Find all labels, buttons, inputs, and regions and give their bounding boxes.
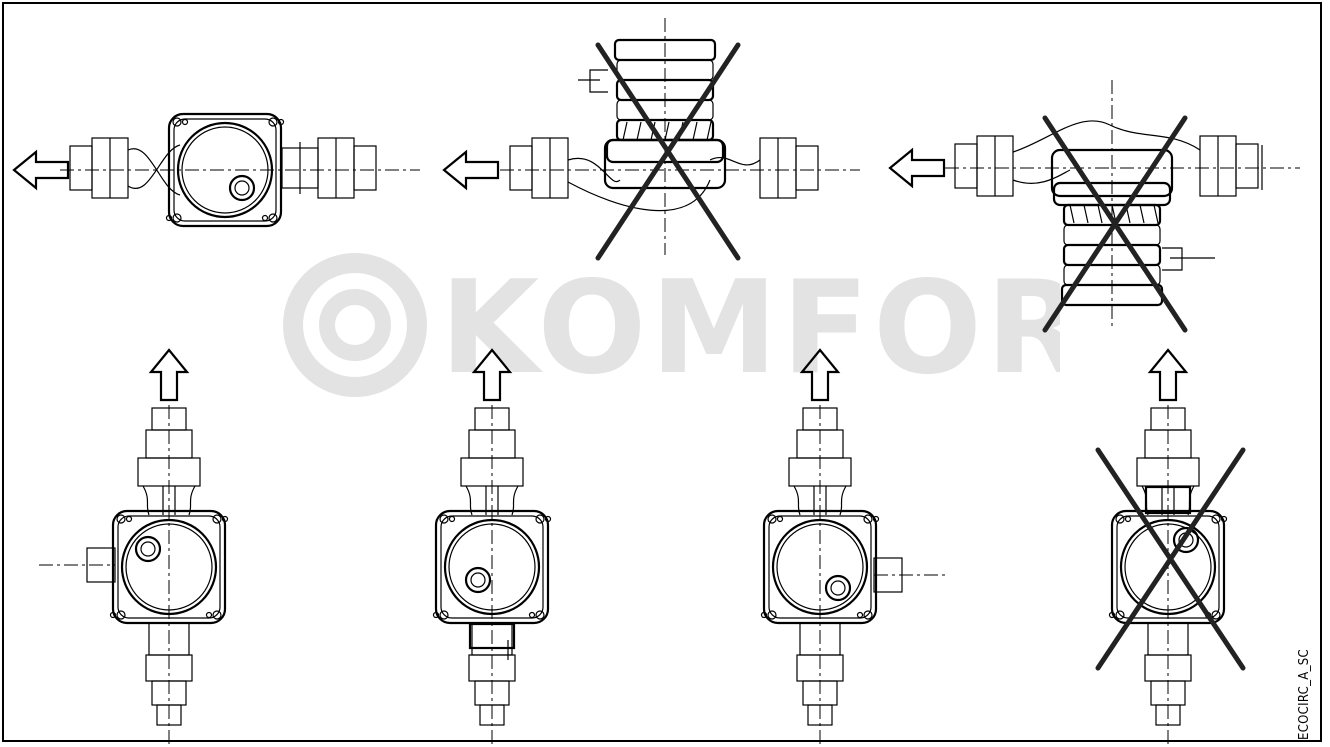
view-bottom-4 — [1095, 348, 1246, 745]
flow-arrow-up-icon — [1147, 348, 1189, 402]
not-allowed-cross-icon — [595, 42, 741, 261]
view-bottom-1 — [39, 348, 229, 745]
view-bottom-2 — [432, 348, 552, 745]
watermark-text: KOMFORT — [440, 254, 1060, 400]
view-top-1 — [12, 112, 420, 228]
view-top-2 — [442, 18, 860, 261]
flow-arrow-up-icon — [799, 348, 841, 402]
view-bottom-3 — [760, 348, 945, 745]
flow-arrow-left-icon — [442, 149, 500, 191]
view-top-3 — [888, 80, 1300, 333]
flow-arrow-left-icon — [12, 149, 70, 191]
komfort-watermark: KOMFORT — [283, 253, 1060, 400]
not-allowed-cross-icon — [1042, 115, 1188, 333]
watermark-logo-icon — [283, 253, 427, 397]
flow-arrow-up-icon — [148, 348, 190, 402]
not-allowed-cross-icon — [1095, 447, 1246, 671]
drawing-code: ECOCIRC_A_SC — [1297, 649, 1312, 740]
flow-arrow-left-icon — [888, 147, 946, 189]
flow-arrow-up-icon — [471, 348, 513, 402]
